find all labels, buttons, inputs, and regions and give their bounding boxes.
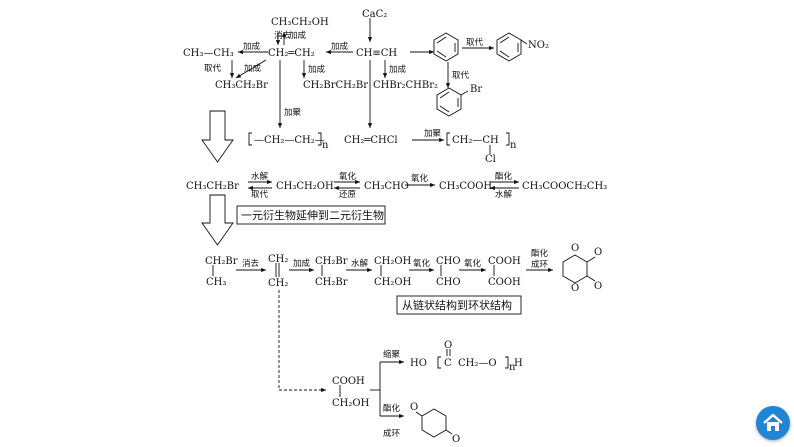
home-icon bbox=[763, 413, 783, 431]
node-ethanol-top: CH₃CH₂OH bbox=[271, 17, 329, 28]
svg-text:消去: 消去 bbox=[242, 258, 260, 269]
node-calcium-carbide: CaC₂ bbox=[362, 9, 387, 20]
down-arrow-2 bbox=[201, 194, 234, 246]
svg-text:CH₂OH: CH₂OH bbox=[374, 277, 412, 288]
svg-text:C: C bbox=[444, 358, 452, 369]
svg-text:水解: 水解 bbox=[351, 258, 369, 269]
svg-text:O: O bbox=[594, 281, 602, 292]
nitrobenzene-ring bbox=[496, 32, 522, 62]
node-no2: NO₂ bbox=[528, 40, 549, 51]
svg-text:氧化: 氧化 bbox=[339, 171, 357, 182]
svg-text:加成: 加成 bbox=[331, 41, 349, 52]
svg-text:酯化: 酯化 bbox=[531, 248, 549, 259]
node-acetic-acid: CH₃COOH bbox=[439, 181, 492, 192]
node-acetaldehyde: CH₃CHO bbox=[364, 181, 409, 192]
svg-text:Cl: Cl bbox=[485, 154, 496, 165]
svg-text:氧化: 氧化 bbox=[413, 258, 431, 269]
svg-text:COOH: COOH bbox=[332, 376, 365, 387]
svg-text:加聚: 加聚 bbox=[424, 128, 442, 139]
home-button[interactable] bbox=[756, 406, 790, 440]
svg-text:CH₂—O: CH₂—O bbox=[458, 358, 497, 369]
note-box-1 bbox=[236, 205, 386, 225]
svg-text:水解: 水解 bbox=[495, 189, 513, 200]
down-arrow-1 bbox=[201, 110, 234, 163]
node-polyethylene: —CH₂—CH₂— bbox=[254, 135, 325, 146]
node-pvc: CH₂—CH bbox=[452, 135, 499, 146]
svg-text:CHO: CHO bbox=[436, 256, 461, 267]
svg-text:O: O bbox=[571, 283, 579, 294]
svg-text:加聚: 加聚 bbox=[284, 107, 302, 118]
svg-text:氧化: 氧化 bbox=[411, 173, 429, 184]
svg-text:H: H bbox=[514, 358, 523, 369]
bromobenzene-ring bbox=[436, 87, 462, 117]
svg-text:O: O bbox=[410, 402, 418, 413]
svg-text:O: O bbox=[594, 247, 602, 258]
node-dibromoethane: CH₂BrCH₂Br bbox=[303, 80, 368, 91]
svg-text:O: O bbox=[452, 434, 460, 445]
note-text-2: 从链状结构到环状结构 bbox=[402, 298, 512, 312]
svg-text:水解: 水解 bbox=[251, 171, 269, 182]
svg-text:CH₂: CH₂ bbox=[268, 254, 288, 265]
note-box-2 bbox=[396, 295, 522, 315]
svg-text:O: O bbox=[571, 243, 579, 254]
svg-text:加成: 加成 bbox=[289, 30, 307, 41]
svg-text:n: n bbox=[322, 140, 329, 151]
svg-text:加成: 加成 bbox=[293, 258, 311, 269]
node-acetylene: CH≡CH bbox=[356, 48, 397, 59]
node-ethanol: CH₃CH₂OH bbox=[276, 181, 334, 192]
svg-text:成环: 成环 bbox=[383, 428, 401, 439]
svg-text:缩聚: 缩聚 bbox=[383, 349, 401, 360]
svg-text:HO: HO bbox=[410, 358, 427, 369]
svg-text:加成: 加成 bbox=[389, 64, 407, 75]
svg-text:O: O bbox=[444, 340, 452, 351]
svg-text:成环: 成环 bbox=[531, 259, 549, 270]
oxalate-ring bbox=[562, 254, 588, 284]
node-ethene: CH₂═CH₂ bbox=[268, 48, 315, 59]
svg-text:取代: 取代 bbox=[452, 70, 470, 81]
svg-text:CH₂OH: CH₂OH bbox=[332, 398, 370, 409]
node-tetrabromoethane: CHBr₂CHBr₂ bbox=[373, 80, 438, 91]
node-ethane: CH₃—CH₃ bbox=[183, 48, 234, 59]
svg-text:n: n bbox=[510, 140, 517, 151]
svg-text:COOH: COOH bbox=[488, 256, 521, 267]
lactide-ring bbox=[421, 408, 447, 438]
svg-text:CHO: CHO bbox=[436, 277, 461, 288]
svg-text:CH₂: CH₂ bbox=[268, 278, 288, 289]
svg-text:酯化: 酯化 bbox=[495, 171, 513, 182]
svg-text:CH₂Br: CH₂Br bbox=[315, 277, 348, 288]
node-ch2br: CH₂Br bbox=[205, 256, 238, 267]
svg-text:加成: 加成 bbox=[308, 64, 326, 75]
svg-text:取代: 取代 bbox=[204, 63, 222, 74]
node-vinyl-chloride: CH₂═CHCl bbox=[344, 135, 398, 146]
svg-text:酯化: 酯化 bbox=[383, 403, 401, 414]
svg-text:CH₂OH: CH₂OH bbox=[374, 256, 412, 267]
svg-text:加成: 加成 bbox=[244, 63, 262, 74]
svg-text:CH₃: CH₃ bbox=[206, 277, 226, 288]
node-ethyl-acetate: CH₃COOCH₂CH₃ bbox=[522, 181, 607, 192]
node-br: Br bbox=[470, 84, 482, 95]
svg-text:加成: 加成 bbox=[243, 41, 261, 52]
benzene-ring bbox=[433, 32, 459, 62]
node-bromoethane-top: CH₃CH₂Br bbox=[215, 80, 268, 91]
svg-text:COOH: COOH bbox=[488, 277, 521, 288]
svg-text:消去: 消去 bbox=[274, 30, 292, 41]
node-bromoethane: CH₃CH₂Br bbox=[186, 181, 239, 192]
svg-text:取代: 取代 bbox=[466, 37, 484, 48]
svg-text:氧化: 氧化 bbox=[464, 258, 482, 269]
svg-text:n: n bbox=[509, 362, 516, 373]
svg-text:还原: 还原 bbox=[339, 189, 356, 200]
svg-text:取代: 取代 bbox=[251, 189, 269, 200]
note-text-1: 一元衍生物延伸到二元衍生物 bbox=[241, 208, 384, 222]
svg-text:CH₂Br: CH₂Br bbox=[315, 256, 348, 267]
